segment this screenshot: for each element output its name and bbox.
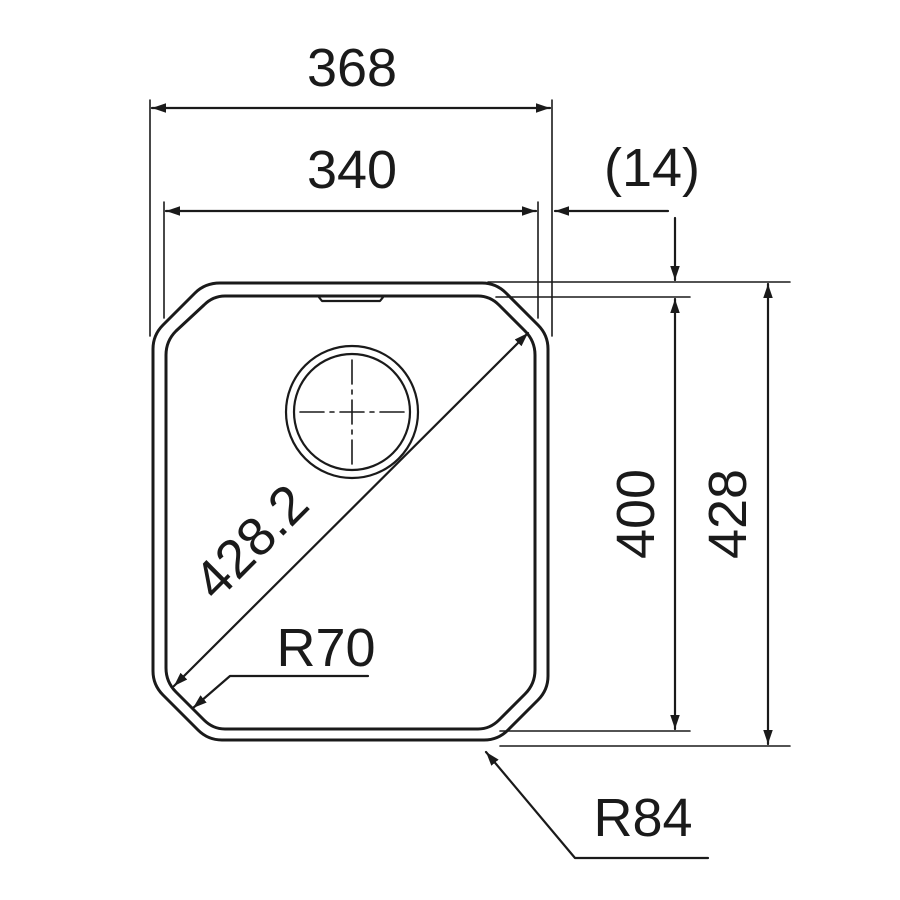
drain [284,344,420,480]
dim-inner-radius: R70 [191,618,376,710]
dim-overall-depth-label: 428 [698,469,758,559]
dim-bowl-width-label: 340 [307,140,397,200]
dim-bowl-width: 340 [164,140,538,216]
dim-overall-width-label: 368 [307,38,397,98]
dim-inner-radius-label: R70 [276,618,375,678]
sink-outline [151,281,550,742]
dim-rim-offset-label: (14) [604,138,700,198]
dim-rim-offset: (14) [553,138,700,282]
extension-lines [149,99,791,747]
sink-outer-rim [151,281,550,742]
dim-overall-depth: 428 [698,282,773,746]
dim-bowl-depth-label: 400 [606,469,666,559]
sink-inner-bowl [164,294,537,731]
dim-overall-width: 368 [150,38,552,113]
dim-outer-radius-label: R84 [593,788,692,848]
overflow-slot [316,294,386,303]
dim-bowl-depth: 400 [606,297,680,731]
dim-diagonal-label: 428.2 [182,473,320,611]
dim-outer-radius: R84 [484,750,710,860]
